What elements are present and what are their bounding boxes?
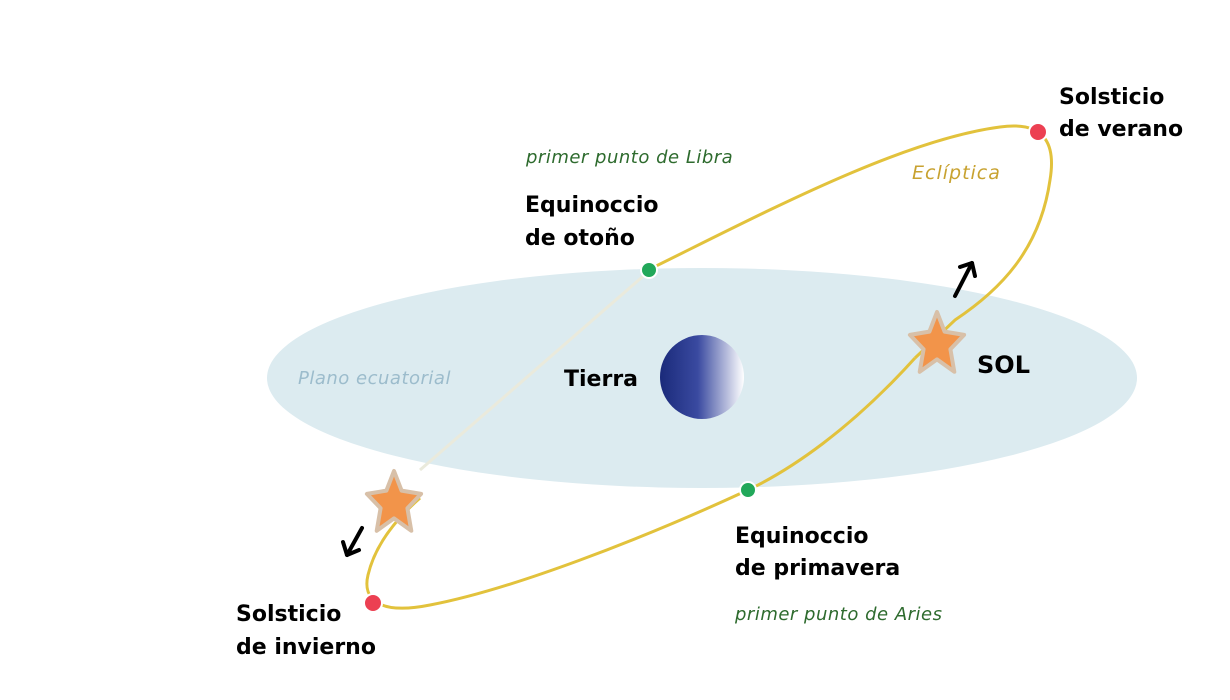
libra-label: primer punto de Libra <box>525 147 733 168</box>
winter-solstice-label-line2: de invierno <box>236 635 376 660</box>
ecliptic-label: Eclíptica <box>912 162 1001 184</box>
autumn-equinox-label-line2: de otoño <box>525 226 635 251</box>
ecliptic-hidden-segment <box>419 270 649 472</box>
arrow-up-right-icon <box>953 261 977 298</box>
summer-solstice-dot <box>1028 122 1048 142</box>
sun-label: SOL <box>977 351 1030 379</box>
arrow-down-left-icon <box>341 526 364 557</box>
autumn-equinox-label-line1: Equinoccio <box>525 193 659 218</box>
spring-equinox-dot <box>739 481 757 499</box>
autumn-equinox-dot <box>640 261 658 279</box>
spring-equinox-label-line2: de primavera <box>735 556 900 581</box>
winter-solstice-dot <box>363 593 383 613</box>
winter-solstice-label-line1: Solsticio <box>236 602 341 627</box>
aries-label: primer punto de Aries <box>734 604 942 625</box>
summer-solstice-label-line2: de verano <box>1059 117 1183 142</box>
sun-star-icon <box>907 310 967 374</box>
earth-label: Tierra <box>564 367 638 392</box>
ecliptic-orbit-lower <box>365 356 917 610</box>
summer-solstice-label-line1: Solsticio <box>1059 85 1164 110</box>
earth-sphere <box>660 335 744 419</box>
sun-star-winter-icon <box>364 469 424 533</box>
plane-label: Plano ecuatorial <box>298 368 451 389</box>
spring-equinox-label-line1: Equinoccio <box>735 524 869 549</box>
